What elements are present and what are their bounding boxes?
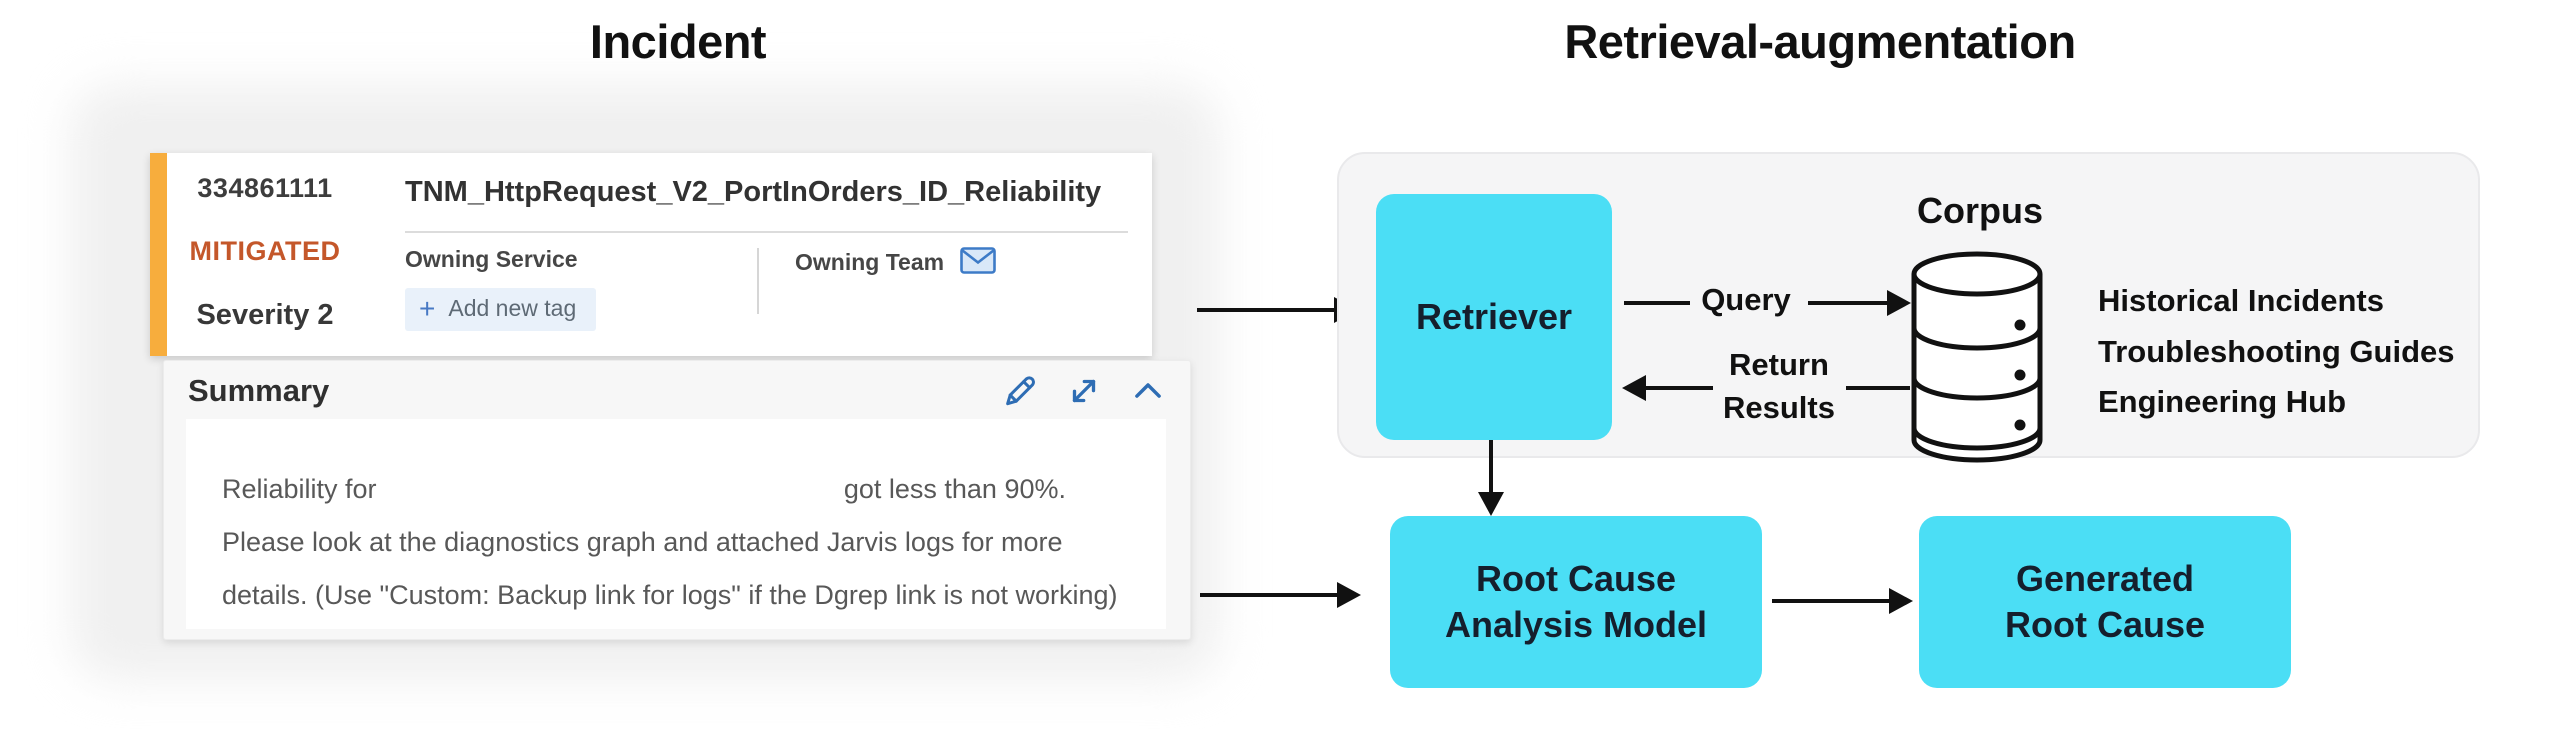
incident-title: TNM_HttpRequest_V2_PortInOrders_ID_Relia… [405,175,1102,208]
owning-row: Owning Service + Add new tag Owning Team [405,246,1128,331]
summary-line1-right: got less than 90%. [843,474,1066,504]
summary-line-3: details. (Use "Custom: Backup link for l… [222,580,1118,610]
return-results-line1: Return [1729,347,1829,382]
add-new-tag-label: Add new tag [448,295,577,321]
database-cylinder-icon [1910,250,2044,469]
severity-color-bar [150,153,167,356]
edit-pencil-icon[interactable] [1000,371,1040,411]
rca-label-line2: Analysis Model [1444,604,1708,645]
incident-meta-column: 334861111 MITIGATED Severity 2 [167,153,363,356]
retriever-label: Retriever [1415,296,1573,337]
add-new-tag-button[interactable]: + Add new tag [405,288,597,331]
plus-icon: + [419,292,436,324]
query-label: Query [1701,282,1791,317]
generated-root-cause-box: Generated Root Cause [1919,516,2291,688]
owning-service-column: Owning Service + Add new tag [405,246,757,331]
collapse-chevron-up-icon[interactable] [1128,371,1168,411]
summary-toolbar [1000,371,1168,411]
incident-card: 334861111 MITIGATED Severity 2 TNM_HttpR… [150,153,1152,356]
incident-severity: Severity 2 [196,299,334,331]
owning-team-column: Owning Team [759,246,996,278]
summary-panel: Summary [163,360,1191,640]
summary-line-1: Reliability for got less than 90%. [222,463,1132,516]
retriever-box: Retriever [1376,194,1612,440]
owning-service-label: Owning Service [405,246,578,272]
incident-main-column: TNM_HttpRequest_V2_PortInOrders_ID_Relia… [363,153,1152,356]
incident-section-title: Incident [589,15,767,68]
corpus-heading: Corpus [1917,190,2043,231]
corpus-item-troubleshooting-guides: Troubleshooting Guides [2098,334,2455,369]
summary-body: Reliability for got less than 90%. Pleas… [186,419,1166,629]
generated-label-line2: Root Cause [2004,604,2206,645]
return-results-line2: Results [1723,390,1835,425]
summary-heading: Summary [188,373,330,408]
owning-column-divider [757,248,759,314]
summary-line-2: Please look at the diagnostics graph and… [222,527,1063,557]
summary-header: Summary [164,361,1190,415]
corpus-item-engineering-hub: Engineering Hub [2098,384,2346,419]
generated-label-line1: Generated [2015,558,2195,599]
return-results-label: Return Results [1716,343,1842,429]
expand-diagonal-icon[interactable] [1064,371,1104,411]
incident-title-divider [405,231,1128,233]
rca-label-line1: Root Cause [1475,558,1677,599]
summary-line1-left: Reliability for [222,474,377,504]
retrieval-section-title: Retrieval-augmentation [1564,15,2076,68]
owning-team-label: Owning Team [795,248,945,275]
corpus-item-historical-incidents: Historical Incidents [2098,283,2384,318]
incident-status-badge: MITIGATED [189,236,341,266]
incident-title-row: TNM_HttpRequest_V2_PortInOrders_ID_Relia… [405,153,1128,231]
mail-envelope-icon[interactable] [960,247,996,279]
incident-id: 334861111 [197,173,333,203]
root-cause-analysis-model-box: Root Cause Analysis Model [1390,516,1762,688]
